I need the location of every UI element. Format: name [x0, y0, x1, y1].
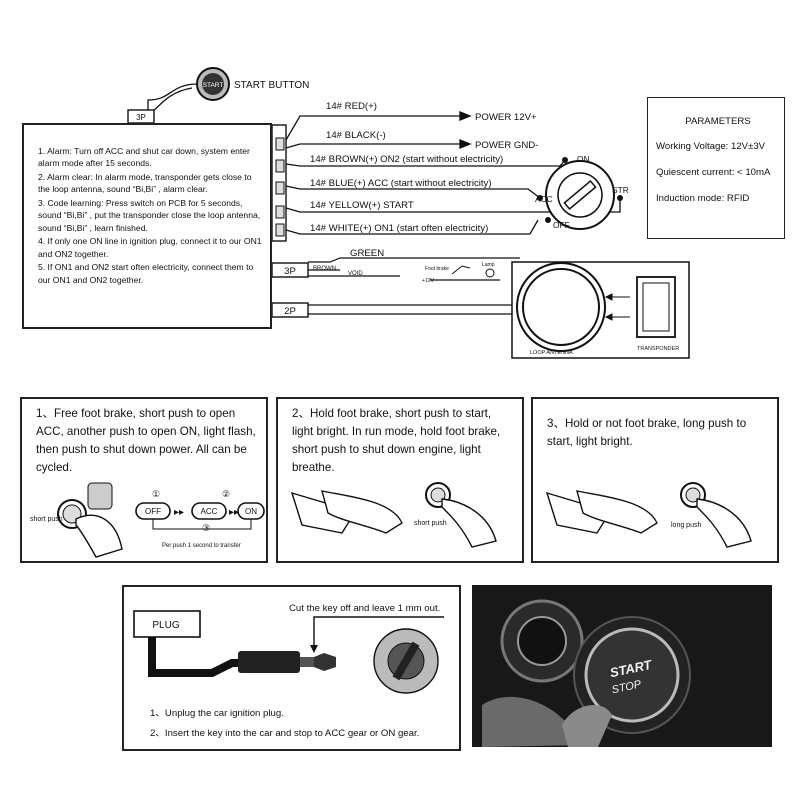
plus12v-label: +12V — [422, 278, 434, 284]
connector-bottom — [271, 302, 309, 318]
wire-black-label: 14# BLACK(-) — [326, 130, 386, 141]
wire-white-label: 14# WHITE(+) ON1 (start often electricit… — [310, 223, 488, 234]
state-on-label: ON — [245, 507, 257, 516]
transponder-label: TRANSPONDER — [637, 346, 679, 352]
wire-green-label: GREEN — [350, 248, 384, 259]
wire-black-dest: POWER GND- — [475, 140, 538, 151]
step1-num1: ① — [152, 489, 160, 499]
arrow-icon: ▸▸ — [229, 507, 239, 518]
start-button-text: START — [203, 82, 224, 89]
wire-blue-label: 14# BLUE(+) ACC (start without electrici… — [310, 178, 492, 189]
connector-bottom-label: 2P — [284, 306, 296, 317]
connector-top-label: 3P — [136, 113, 146, 122]
hand-icon — [482, 696, 582, 747]
ignition-str: STR — [612, 185, 629, 195]
parameter-row: Quiescent current: < 10mA — [656, 167, 771, 178]
step1-num2: ② — [222, 489, 230, 499]
step1-short-push: short push — [30, 516, 63, 523]
parameter-row: Induction mode: RFID — [656, 193, 750, 204]
wire-bundle — [285, 111, 621, 235]
plug-illustration: PLUG — [133, 610, 444, 694]
parameters-box: PARAMETERS Working Voltage: 12V±3V Quies… — [647, 97, 785, 239]
note-item: 5. If ON1 and ON2 start often electricit… — [38, 262, 254, 285]
start-stop-button-icon — [584, 627, 680, 723]
lamp-icon — [451, 265, 495, 278]
note-item: 3. Code learning: Press switch on PCB fo… — [38, 197, 261, 233]
foot-brake-label: Foot brake — [425, 266, 449, 272]
wire-red-dest: POWER 12V+ — [475, 112, 537, 123]
step3-illustration: long push — [545, 482, 752, 548]
wire-red-label: 14# RED(+) — [326, 101, 377, 112]
parameters-title: PARAMETERS — [685, 116, 751, 127]
note-item: 2. Alarm clear: In alarm mode, transpond… — [38, 171, 252, 195]
step2-short-push: short push — [414, 520, 447, 527]
button-cable — [147, 83, 199, 112]
plug-label: PLUG — [152, 620, 179, 631]
wire-brown-label: 14# BROWN(+) ON2 (start without electric… — [310, 154, 503, 165]
transponder-icon — [636, 276, 676, 338]
finger-press-icon — [696, 498, 752, 548]
step3-panel: 3、Hold or not foot brake, long push to s… — [531, 397, 779, 563]
installed-button-photo: START STOP — [472, 585, 772, 747]
finger-press-icon — [75, 482, 123, 558]
plug-panel: PLUG Cut the key off and leave 1 mm out.… — [122, 585, 461, 751]
start-button-label: START BUTTON — [234, 80, 309, 91]
dashboard-photo-illustration: START STOP — [472, 585, 772, 747]
plug-step2: 2、Insert the key into the car and stop t… — [150, 728, 420, 739]
key-icon — [314, 653, 336, 671]
finger-press-icon — [441, 498, 497, 548]
note-item: 4. If only one ON line in ignition plug,… — [38, 236, 262, 259]
lamp-label: Lamp — [482, 262, 495, 268]
ignition-acc: ACC — [535, 194, 553, 204]
step3-long-push: long push — [671, 522, 701, 529]
step1-num3: ③ — [202, 523, 210, 533]
step1-illustration: short push ① ② ③ OFF ▸▸ ACC ▸▸ ON Per pu… — [30, 482, 265, 558]
ignition-switch-icon — [537, 157, 623, 230]
plug-cut-note: Cut the key off and leave 1 mm out. — [289, 603, 441, 614]
arrow-icon: ▸▸ — [174, 507, 184, 518]
step3-text: 3、Hold or not foot brake, long push to s… — [547, 417, 747, 448]
ignition-on: ON — [577, 154, 590, 164]
parameter-row: Working Voltage: 12V±3V — [656, 141, 766, 152]
start-button-icon: START — [196, 67, 230, 101]
ignition-off: OFF — [553, 220, 570, 230]
plug-step1: 1、Unplug the car ignition plug. — [150, 708, 284, 719]
loop-antenna-icon — [516, 262, 606, 352]
step1-panel: 1、Free foot brake, short push to open AC… — [20, 397, 268, 563]
wire-yellow-label: 14# YELLOW(+) START — [310, 200, 414, 211]
ignition-cylinder-icon — [238, 651, 300, 673]
state-acc — [191, 502, 227, 520]
foot-brake-icon — [290, 490, 403, 534]
plug-icon — [133, 610, 201, 638]
connector-mid-label: 3P — [284, 266, 296, 277]
state-acc-label: ACC — [201, 507, 218, 516]
note-item: 1. Alarm: Turn off ACC and shut car down… — [38, 146, 250, 169]
foot-brake-icon — [545, 490, 658, 534]
step2-panel: 2、Hold foot brake, short push to start, … — [276, 397, 524, 563]
loop-antenna-label: LOOP ANTENNA — [530, 350, 573, 356]
wire-void-label: VOID — [348, 271, 363, 277]
notes-box: 1. Alarm: Turn off ACC and shut car down… — [22, 123, 272, 329]
step1-transfer-note: Per push 1 second to transfer — [162, 543, 241, 549]
signal-arrows-icon — [604, 293, 630, 321]
step2-illustration: short push — [290, 482, 497, 548]
wire-brown-small: BROWN — [313, 266, 336, 272]
step1-text: 1、Free foot brake, short push to open AC… — [36, 407, 256, 474]
state-off-label: OFF — [145, 507, 161, 516]
step2-text: 2、Hold foot brake, short push to start, … — [292, 407, 501, 474]
